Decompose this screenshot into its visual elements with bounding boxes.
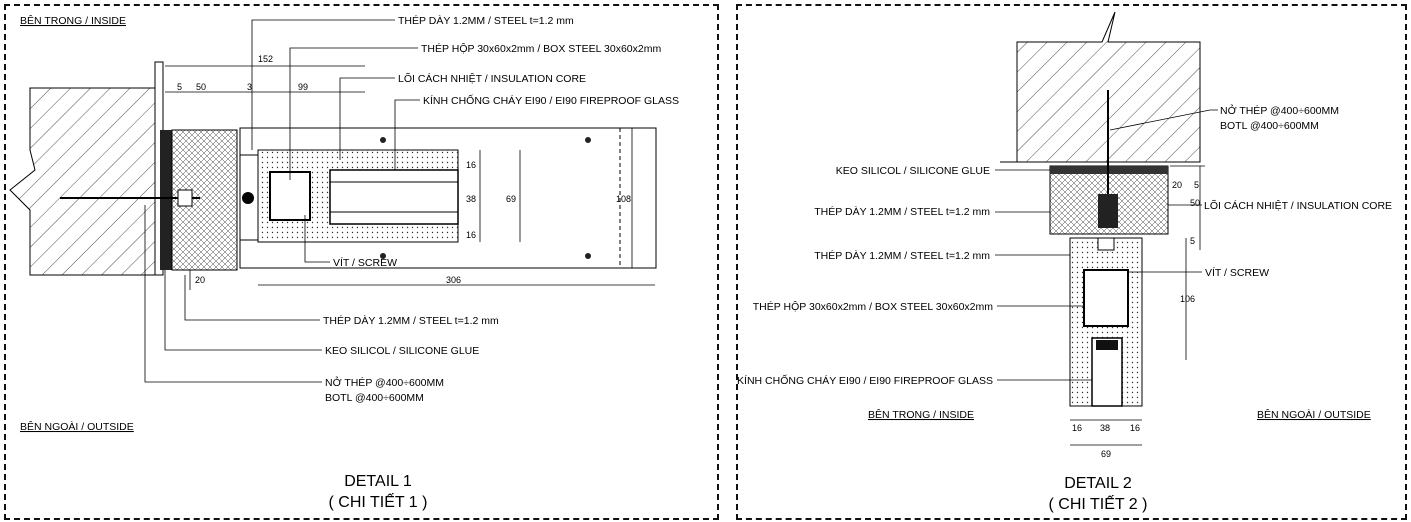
d2-callout-insulation: LÕI CÁCH NHIỆT / INSULATION CORE [1204,199,1392,212]
d1-dim-38: 38 [466,194,476,204]
d2-callout-bolt-en: BOTL @400÷600MM [1220,120,1319,132]
detail-2-frame [736,4,1407,520]
d2-inside-label: BÊN TRONG / INSIDE [868,408,974,421]
d2-callout-steel-2: THÉP DÀY 1.2MM / STEEL t=1.2 mm [814,249,990,262]
d2-callout-box-steel: THÉP HỘP 30x60x2mm / BOX STEEL 30x60x2mm [753,300,993,313]
d1-concrete-wall [9,61,164,276]
d1-fixing-point [585,137,591,143]
d2-callout-glass: KÍNH CHỐNG CHÁY EI90 / EI90 FIREPROOF GL… [737,373,993,387]
d1-fixing-point [585,253,591,259]
d1-dim-16b: 16 [466,230,476,240]
d1-dim-152: 152 [258,54,273,64]
d2-subtitle: ( CHI TIẾT 2 ) [1049,494,1148,513]
d1-fixing-point [380,253,386,259]
d1-callout-insulation: LÕI CÁCH NHIỆT / INSULATION CORE [398,72,586,85]
d2-dim-106: 106 [1180,294,1195,304]
detail-2: 20 5 50 5 106 16 38 16 69 NỞ THÉP @400÷6… [737,11,1392,513]
d1-fixing-point [380,137,386,143]
d2-title: DETAIL 2 [1064,475,1132,492]
d2-dim-69: 69 [1101,449,1111,459]
d1-callout-silicone: KEO SILICOL / SILICONE GLUE [325,345,479,357]
d1-callout-steel-top: THÉP DÀY 1.2MM / STEEL t=1.2 mm [398,14,574,27]
d2-bolt-nut [1098,194,1118,228]
d2-outside-label: BÊN NGOÀI / OUTSIDE [1257,408,1371,421]
d1-subtitle: ( CHI TIẾT 1 ) [329,492,428,511]
d2-dim-5a: 5 [1194,180,1199,190]
d1-frame-outline [239,127,657,269]
d1-dim-3: 3 [247,82,252,92]
d1-dim-306: 306 [446,275,461,285]
d1-inside-label: BÊN TRONG / INSIDE [20,14,126,27]
d2-callout-steel-1: THÉP DÀY 1.2MM / STEEL t=1.2 mm [814,205,990,218]
d2-callout-bolt-vn: NỞ THÉP @400÷600MM [1220,104,1339,117]
d2-dim-16a: 16 [1072,423,1082,433]
d2-dim-38: 38 [1100,423,1110,433]
detail-1: BÊN TRONG / INSIDE [9,14,679,511]
d1-dim-108: 108 [616,194,631,204]
d1-callout-steel-bottom: THÉP DÀY 1.2MM / STEEL t=1.2 mm [323,314,499,327]
d2-dim-16b: 16 [1130,423,1140,433]
d2-box-steel [1083,269,1129,327]
d1-dim-16a: 16 [466,160,476,170]
d1-screw-head [242,192,254,204]
d2-callout-screw: VÍT / SCREW [1205,266,1269,279]
d1-callout-bolt-en: BOTL @400÷600MM [325,392,424,404]
detail-1-frame [4,4,719,520]
d1-dim-50: 50 [196,82,206,92]
d2-dim-5b: 5 [1190,236,1195,246]
d1-callout-bolt-vn: NỞ THÉP @400÷600MM [325,376,444,389]
d1-dim-69: 69 [506,194,516,204]
d1-dim-5: 5 [177,82,182,92]
d1-dim-20: 20 [195,275,205,285]
d1-callout-box-steel: THÉP HỘP 30x60x2mm / BOX STEEL 30x60x2mm [421,42,661,55]
d2-dim-50: 50 [1190,198,1200,208]
d1-fireproof-glass [329,169,459,225]
d2-callout-silicone: KEO SILICOL / SILICONE GLUE [836,165,990,177]
d1-title: DETAIL 1 [344,473,412,490]
d2-screw-head [1097,237,1115,251]
d1-outside-label: BÊN NGOÀI / OUTSIDE [20,420,134,433]
d1-callout-glass: KÍNH CHỐNG CHÁY EI90 / EI90 FIREPROOF GL… [423,93,679,107]
d1-callout-screw: VÍT / SCREW [333,256,397,269]
d1-silicone-strip [160,130,172,270]
d1-bolt-nut [177,189,193,207]
d2-dim-20: 20 [1172,180,1182,190]
d1-dim-99: 99 [298,82,308,92]
